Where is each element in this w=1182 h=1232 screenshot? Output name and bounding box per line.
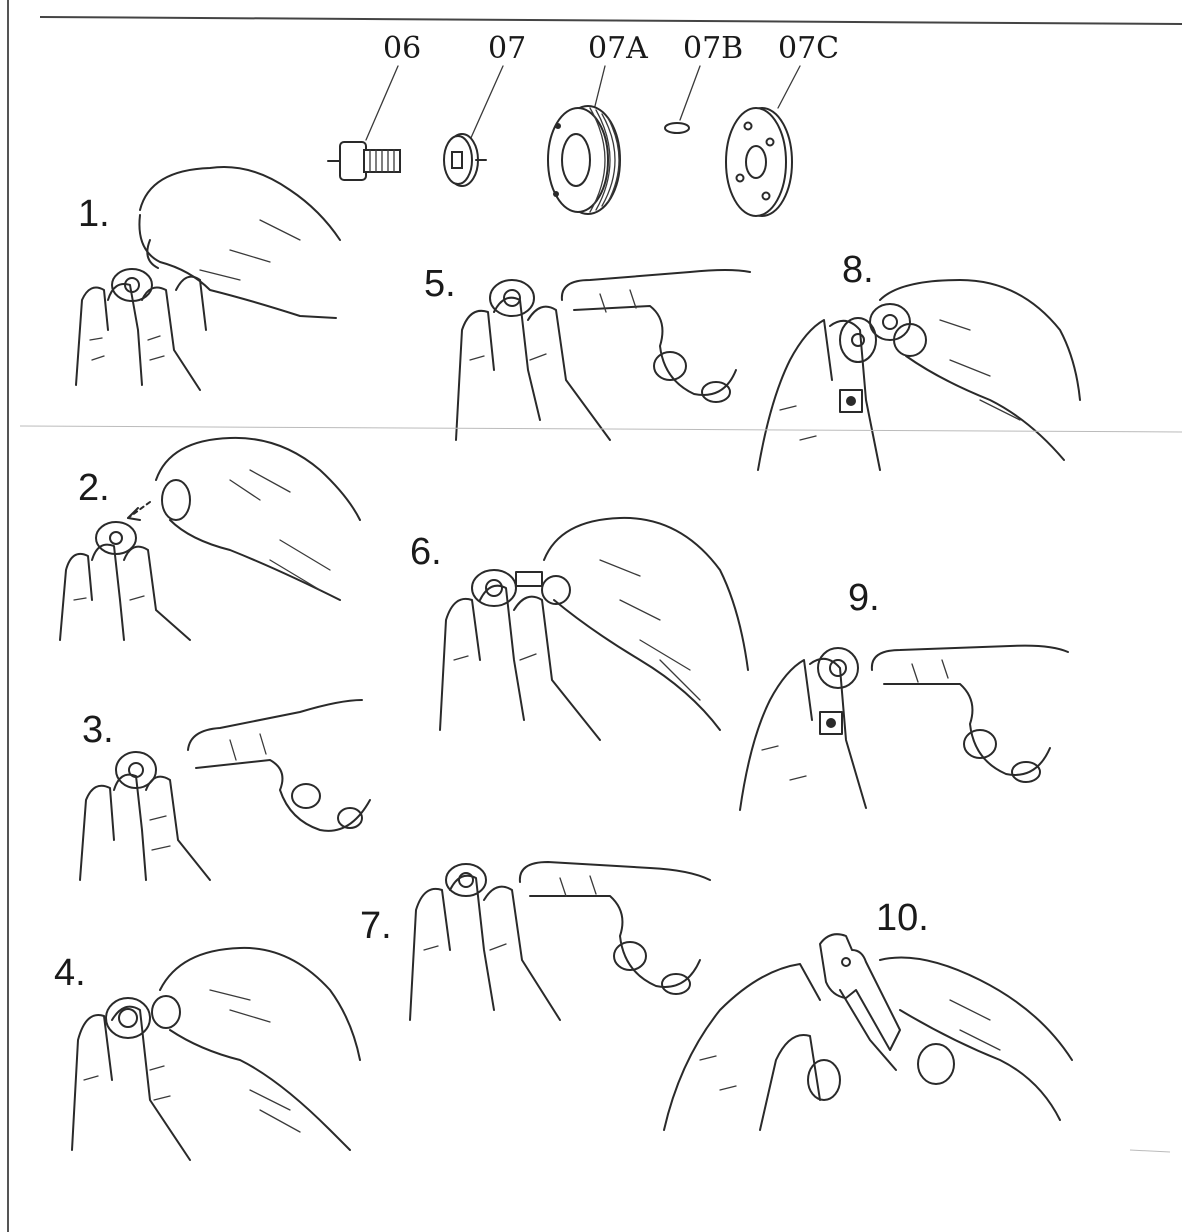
part-label-06: 06 bbox=[383, 31, 421, 66]
step-label-1: 1. bbox=[78, 193, 110, 235]
step-7-illustration bbox=[410, 862, 710, 1020]
step-10-illustration bbox=[664, 934, 1072, 1130]
step-label-6: 6. bbox=[410, 531, 442, 573]
top-border-line bbox=[40, 17, 1182, 24]
part-07a-threaded-ring-icon bbox=[548, 106, 620, 214]
step-1-illustration bbox=[76, 167, 340, 390]
step-label-5: 5. bbox=[424, 263, 456, 305]
part-07b-o-ring-icon bbox=[665, 123, 689, 133]
step-3-illustration bbox=[80, 700, 370, 880]
part-label-07b: 07B bbox=[683, 31, 743, 66]
step-5-illustration bbox=[456, 270, 750, 440]
part-label-07a: 07A bbox=[588, 31, 648, 66]
part-label-07: 07 bbox=[488, 31, 526, 66]
step-6-illustration bbox=[440, 518, 748, 740]
step-label-9: 9. bbox=[848, 577, 880, 619]
step-label-8: 8. bbox=[842, 249, 874, 291]
step-9-illustration bbox=[740, 646, 1068, 810]
step-label-2: 2. bbox=[78, 467, 110, 509]
part-07-nut-icon bbox=[444, 134, 486, 186]
step-4-illustration bbox=[72, 948, 360, 1160]
part-07c-disc-icon bbox=[726, 108, 792, 216]
step-label-4: 4. bbox=[54, 952, 86, 994]
step-8-illustration bbox=[758, 280, 1080, 470]
step-label-10: 10. bbox=[876, 897, 929, 939]
step-label-7: 7. bbox=[360, 905, 392, 947]
part-06-screw-icon bbox=[328, 142, 400, 180]
step-label-3: 3. bbox=[82, 709, 114, 751]
part-label-07c: 07C bbox=[778, 31, 839, 66]
